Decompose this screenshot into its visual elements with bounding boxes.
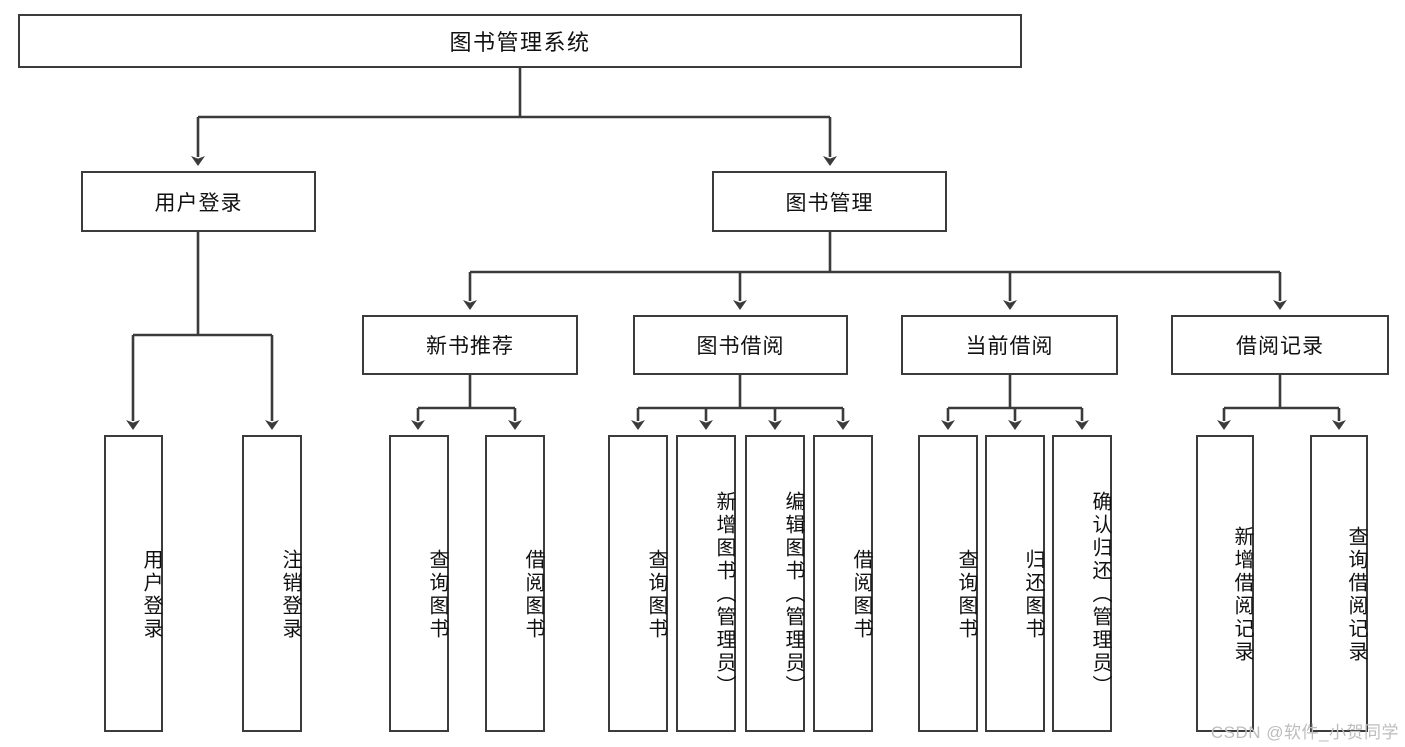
leaf-label: 用户登录 bbox=[140, 548, 162, 641]
leaf-label: 注销登录 bbox=[279, 548, 301, 641]
node-book-borrow[interactable]: 图书借阅 bbox=[633, 315, 848, 375]
leaf-label: 查询图书 bbox=[426, 548, 448, 641]
leaf-user-login-login[interactable]: 用户登录 bbox=[104, 435, 163, 732]
node-root[interactable]: 图书管理系统 bbox=[18, 14, 1022, 68]
node-root-label: 图书管理系统 bbox=[449, 30, 591, 55]
leaf-record-query-record[interactable]: 查询借阅记录 bbox=[1310, 435, 1368, 732]
leaf-recommend-borrow-book[interactable]: 借阅图书 bbox=[485, 435, 545, 732]
node-book-management-label: 图书管理 bbox=[785, 191, 874, 215]
leaf-record-add-record[interactable]: 新增借阅记录 bbox=[1196, 435, 1254, 732]
leaf-current-return-book[interactable]: 归还图书 bbox=[985, 435, 1045, 732]
leaf-label: 查询图书 bbox=[645, 548, 667, 641]
leaf-label: 新增图书（管理员） bbox=[713, 491, 735, 698]
node-new-book-recommend[interactable]: 新书推荐 bbox=[362, 315, 578, 375]
leaf-label: 借阅图书 bbox=[522, 548, 544, 641]
node-book-borrow-label: 图书借阅 bbox=[696, 335, 785, 358]
watermark: CSDN @软件_小贺同学 bbox=[1210, 723, 1399, 742]
node-borrow-record-label: 借阅记录 bbox=[1236, 335, 1324, 358]
leaf-label: 编辑图书（管理员） bbox=[782, 491, 804, 698]
leaf-current-query-book[interactable]: 查询图书 bbox=[918, 435, 978, 732]
node-new-book-recommend-label: 新书推荐 bbox=[426, 335, 514, 358]
leaf-borrow-query-book[interactable]: 查询图书 bbox=[608, 435, 668, 732]
leaf-current-confirm-return-admin[interactable]: 确认归还（管理员） bbox=[1052, 435, 1112, 732]
leaf-label: 确认归还（管理员） bbox=[1089, 491, 1111, 698]
node-current-borrow[interactable]: 当前借阅 bbox=[901, 315, 1118, 375]
leaf-label: 新增借阅记录 bbox=[1231, 525, 1253, 664]
leaf-label: 查询借阅记录 bbox=[1345, 525, 1367, 664]
node-user-login[interactable]: 用户登录 bbox=[81, 171, 316, 232]
node-book-management[interactable]: 图书管理 bbox=[712, 171, 947, 232]
leaf-label: 借阅图书 bbox=[850, 548, 872, 641]
leaf-user-login-logout[interactable]: 注销登录 bbox=[242, 435, 302, 732]
leaf-borrow-add-book-admin[interactable]: 新增图书（管理员） bbox=[676, 435, 736, 732]
leaf-borrow-borrow-book[interactable]: 借阅图书 bbox=[813, 435, 873, 732]
node-borrow-record[interactable]: 借阅记录 bbox=[1171, 315, 1389, 375]
node-current-borrow-label: 当前借阅 bbox=[965, 335, 1054, 358]
leaf-label: 查询图书 bbox=[955, 548, 977, 641]
node-user-login-label: 用户登录 bbox=[154, 191, 243, 215]
leaf-recommend-query-book[interactable]: 查询图书 bbox=[389, 435, 449, 732]
leaf-label: 归还图书 bbox=[1022, 548, 1044, 641]
leaf-borrow-edit-book-admin[interactable]: 编辑图书（管理员） bbox=[745, 435, 805, 732]
